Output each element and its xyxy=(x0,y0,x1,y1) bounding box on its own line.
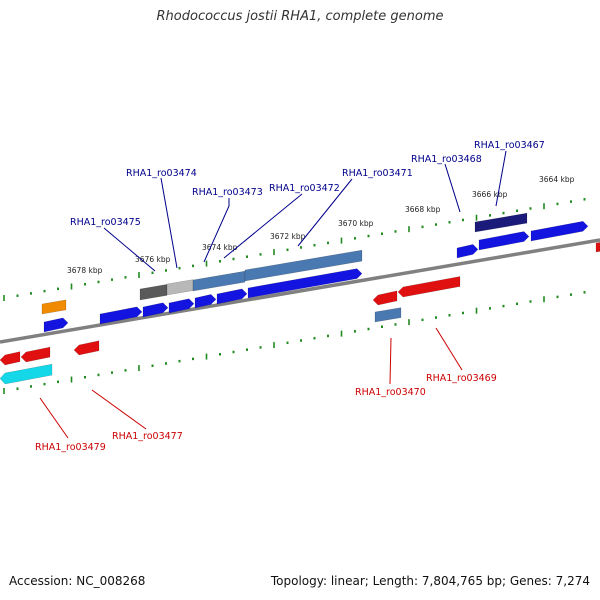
gene-feature-gray-1[interactable] xyxy=(139,284,168,301)
map-title: Rhodococcus jostii RHA1, complete genome xyxy=(156,9,444,24)
gene-feature-blue-5[interactable] xyxy=(216,288,248,305)
leader-ro03479 xyxy=(39,397,69,439)
leader-ro03467 xyxy=(495,150,507,207)
gene-feature-navy-1[interactable] xyxy=(474,212,528,233)
leader-ro03471 xyxy=(297,178,353,247)
leader-ro03472 xyxy=(223,193,303,259)
scale-label-3670: 3670 kbp xyxy=(338,219,374,228)
gene-feature-blue-9[interactable] xyxy=(478,231,530,251)
scale-label-3672: 3672 kbp xyxy=(270,232,306,241)
scale-label-3674: 3674 kbp xyxy=(202,243,238,252)
gene-feature-red-2[interactable] xyxy=(397,276,461,298)
gene-label-ro03477[interactable]: RHA1_ro03477 xyxy=(112,431,183,442)
gene-label-ro03475[interactable]: RHA1_ro03475 xyxy=(70,217,141,228)
gene-label-ro03471[interactable]: RHA1_ro03471 xyxy=(342,168,413,179)
gene-feature-blue-10[interactable] xyxy=(530,221,589,242)
gene-label-ro03479[interactable]: RHA1_ro03479 xyxy=(35,442,106,453)
leader-ro03474 xyxy=(160,177,178,269)
gene-feature-steel-1[interactable] xyxy=(192,270,246,292)
gene-feature-steel-3[interactable] xyxy=(374,307,402,323)
scale-label-3676: 3676 kbp xyxy=(135,255,171,264)
gene-feature-blue-3[interactable] xyxy=(168,298,195,314)
leader-ro03475 xyxy=(103,227,156,272)
genome-summary-text: Topology: linear; Length: 7,804,765 bp; … xyxy=(270,574,590,588)
gene-label-ro03467[interactable]: RHA1_ro03467 xyxy=(474,140,545,151)
scale-label-3678: 3678 kbp xyxy=(67,266,103,275)
reverse-leader-lines xyxy=(39,327,463,439)
gene-label-ro03472[interactable]: RHA1_ro03472 xyxy=(269,183,340,194)
gene-feature-orange-1[interactable] xyxy=(41,299,67,315)
scale-label-3666: 3666 kbp xyxy=(472,190,508,199)
scale-ticks-upper xyxy=(3,198,586,301)
gene-label-ro03469[interactable]: RHA1_ro03469 xyxy=(426,373,497,384)
gene-feature-red-edge[interactable] xyxy=(595,242,600,253)
leader-ro03477 xyxy=(91,389,147,430)
gene-features xyxy=(0,212,600,385)
leader-ro03469 xyxy=(435,327,463,371)
accession-text: Accession: NC_008268 xyxy=(9,574,146,588)
gene-label-ro03473[interactable]: RHA1_ro03473 xyxy=(192,187,263,198)
gene-feature-cyan-1[interactable] xyxy=(0,363,53,385)
scale-label-3664: 3664 kbp xyxy=(539,175,575,184)
gene-feature-red-5[interactable] xyxy=(73,340,100,356)
gene-feature-blue-6[interactable] xyxy=(247,268,363,299)
gene-feature-blue-1[interactable] xyxy=(99,306,143,325)
genome-backbone xyxy=(0,238,600,344)
gene-label-ro03468[interactable]: RHA1_ro03468 xyxy=(411,154,482,165)
gene-feature-red-3[interactable] xyxy=(0,351,21,366)
scale-ticks-lower xyxy=(3,291,586,394)
gene-feature-red-4[interactable] xyxy=(20,346,51,363)
scale-label-3668: 3668 kbp xyxy=(405,205,441,214)
gene-feature-blue-4[interactable] xyxy=(194,294,217,309)
leader-ro03468 xyxy=(444,163,461,213)
leader-ro03470 xyxy=(389,337,392,385)
gene-feature-blue-2[interactable] xyxy=(142,302,169,318)
leader-ro03473 xyxy=(203,198,230,263)
gene-label-ro03470[interactable]: RHA1_ro03470 xyxy=(355,387,426,398)
gene-feature-blue-7[interactable] xyxy=(43,317,69,333)
gene-feature-blue-8[interactable] xyxy=(456,244,479,259)
gene-feature-steel-2[interactable] xyxy=(244,249,363,282)
gene-label-ro03474[interactable]: RHA1_ro03474 xyxy=(126,168,197,179)
gene-feature-red-1[interactable] xyxy=(372,290,398,306)
forward-leader-lines xyxy=(103,150,507,272)
gene-feature-lightgray-1[interactable] xyxy=(166,279,194,296)
